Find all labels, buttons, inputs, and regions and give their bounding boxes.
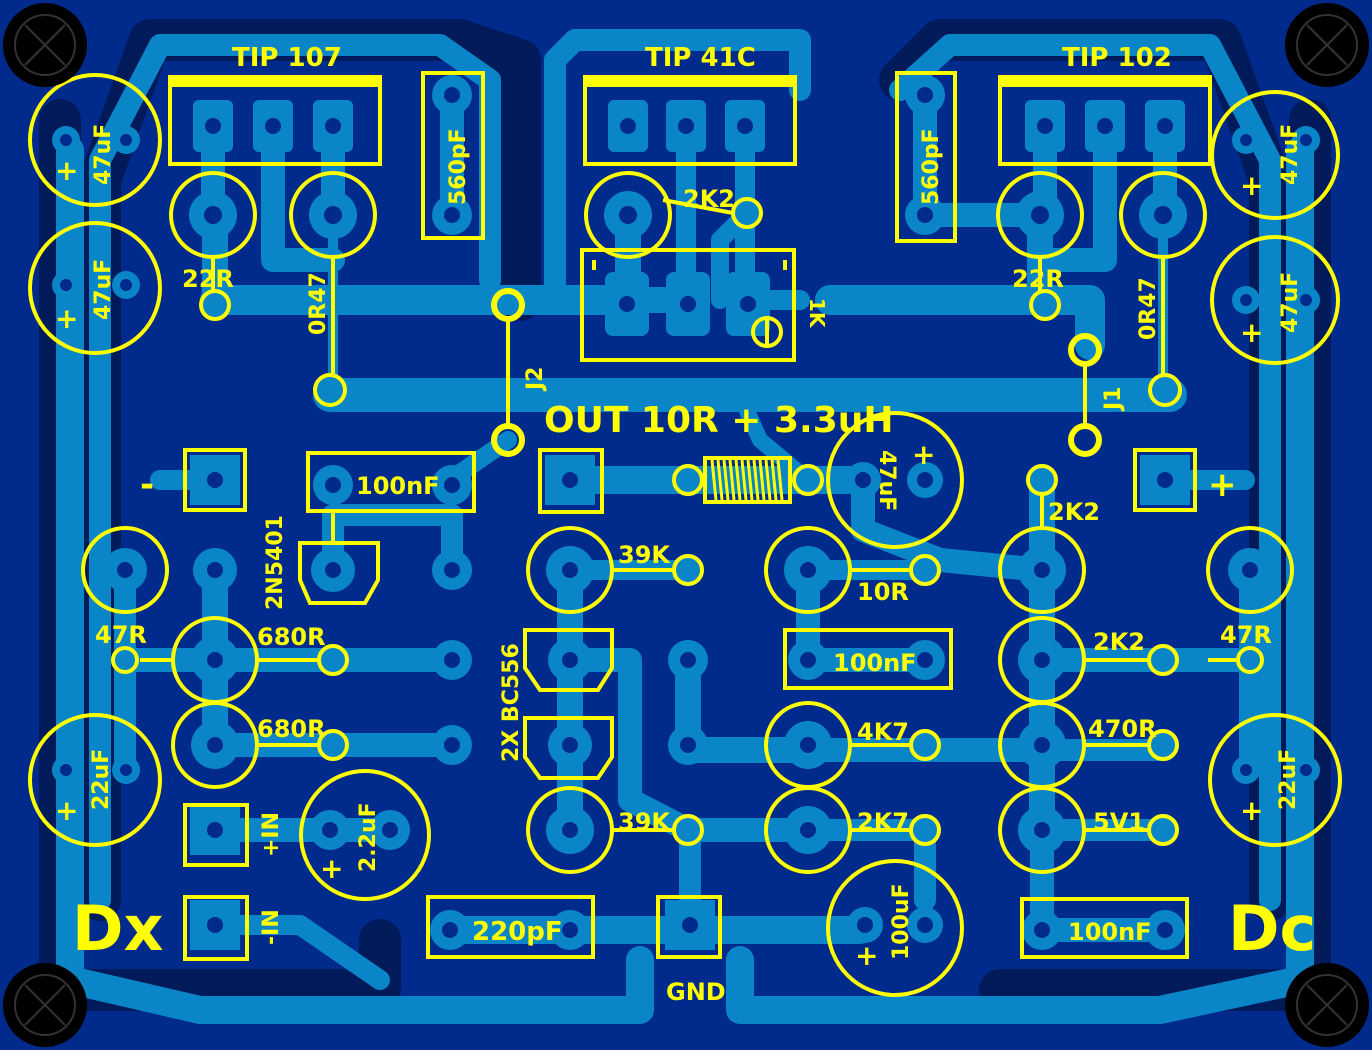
- label-c47-4: 47uF: [1278, 272, 1303, 333]
- label-r047-left: 0R47: [306, 272, 331, 335]
- label-c100n-3: 100nF: [1068, 918, 1152, 946]
- label-r10r: 10R: [857, 578, 909, 606]
- mount-hole-br: [1285, 963, 1369, 1047]
- silkscreen-labels: TIP 107 TIP 41C TIP 102 22R 22R 2K2 OUT …: [72, 43, 1316, 1006]
- label-c47-1: 47uF: [91, 124, 116, 185]
- drill-holes: [60, 87, 1312, 938]
- mount-hole-bl: [3, 963, 87, 1047]
- label-c100u: 100uF: [889, 883, 914, 960]
- svg-text:+: +: [1240, 794, 1263, 827]
- label-c100n-1: 100nF: [356, 472, 440, 500]
- label-c47-5: 47uF: [874, 450, 899, 511]
- mount-hole-tr: [1285, 3, 1369, 87]
- label-c22-right: 22uF: [1276, 749, 1301, 810]
- label-r39k-1: 39K: [618, 541, 671, 569]
- label-r680-2: 680R: [257, 715, 326, 743]
- mount-hole-tl: [3, 3, 87, 87]
- svg-text:+: +: [55, 794, 78, 827]
- label-tip41c: TIP 41C: [645, 43, 756, 73]
- svg-text:+: +: [855, 939, 878, 972]
- label-r4k7: 4K7: [857, 718, 909, 746]
- silkscreen-labels-rotated: 47uF 47uF 47uF 47uF 47uF 560pF 560pF 0R4…: [89, 124, 1303, 960]
- label-r2k2-mid: 2K2: [1048, 498, 1100, 526]
- label-pot1k: 1K: [805, 298, 829, 329]
- label-c47-3: 47uF: [1278, 124, 1303, 185]
- label-q2n5401: 2N5401: [263, 515, 288, 610]
- label-r047-right: 0R47: [1136, 277, 1161, 340]
- label-j1: J1: [1101, 387, 1126, 413]
- label-r2k2-low: 2K2: [1093, 628, 1145, 656]
- label-tip107: TIP 107: [232, 43, 342, 73]
- polarity-marks: + + + + + + + + +: [55, 154, 1263, 972]
- label-c220p: 220pF: [472, 917, 563, 947]
- label-r22-left: 22R: [182, 265, 234, 293]
- label-c560-right: 560pF: [919, 128, 944, 205]
- svg-text:+: +: [1240, 316, 1263, 349]
- heatsink-tabs: [168, 75, 1212, 87]
- svg-text:+: +: [320, 852, 343, 885]
- label-c100n-2: 100nF: [833, 649, 917, 677]
- label-minus-in: -IN: [259, 909, 284, 945]
- label-r22-right: 22R: [1012, 265, 1064, 293]
- label-r47r-right: 47R: [1220, 621, 1272, 649]
- label-r47r-left: 47R: [95, 621, 147, 649]
- label-r2k7: 2K7: [857, 808, 909, 836]
- label-output: OUT 10R + 3.3uH: [544, 400, 894, 441]
- svg-text:+: +: [55, 154, 78, 187]
- svg-text:+: +: [912, 438, 935, 471]
- label-c560-left: 560pF: [446, 128, 471, 205]
- svg-text:+: +: [55, 302, 78, 335]
- label-c2u2: 2.2uF: [356, 802, 381, 872]
- svg-text:+: +: [1240, 169, 1263, 202]
- label-plus-in: +IN: [259, 812, 284, 857]
- label-r2k2-top: 2K2: [683, 185, 735, 213]
- label-r470: 470R: [1088, 715, 1157, 743]
- label-gnd: GND: [666, 978, 726, 1006]
- label-dx: Dx: [72, 892, 163, 965]
- label-minus-rail: -: [140, 465, 154, 505]
- label-c47-2: 47uF: [91, 259, 116, 320]
- label-bc556: 2X BC556: [499, 643, 524, 762]
- label-j2: J2: [523, 367, 548, 393]
- label-plus-rail: +: [1208, 465, 1237, 505]
- label-tip102: TIP 102: [1062, 43, 1172, 73]
- mounting-holes: [3, 3, 1369, 1047]
- label-dc: Dc: [1228, 892, 1316, 965]
- label-z5v1: 5V1: [1093, 808, 1145, 836]
- label-r39k-2: 39K: [618, 808, 671, 836]
- inductor-coil: [710, 459, 784, 501]
- silkscreen-outlines: [28, 71, 1342, 997]
- label-r680-1: 680R: [257, 623, 326, 651]
- label-c22-left: 22uF: [89, 749, 114, 810]
